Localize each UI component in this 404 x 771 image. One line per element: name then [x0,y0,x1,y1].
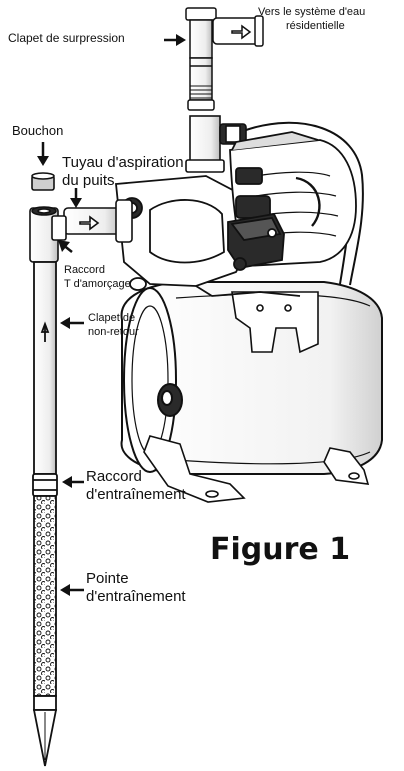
pressure-switch [227,212,285,271]
label-pointe-line2: d'entraînement [86,588,186,605]
label-clapet-nr-line2: non-retour [88,326,139,338]
label-clapet-surpression: Clapet de surpression [8,31,125,45]
pump-body [115,175,301,297]
label-vers-systeme-line2: résidentielle [286,20,345,32]
figure-title: Figure 1 [210,532,351,567]
label-tuyau-line1: Tuyau d'aspiration [62,154,184,171]
mounting-bracket [231,291,319,354]
label-raccord-t-line2: T d'amorçage [64,278,131,290]
priming-tee [29,206,67,263]
pump-outlet-tee [185,115,247,173]
relief-valve-assembly [185,7,264,111]
label-bouchon: Bouchon [12,123,64,138]
label-vers-systeme-line1: Vers le système d'eau [258,6,366,18]
drive-point [32,495,58,767]
tank-feet [143,435,370,503]
label-tuyau-line2: du puits [62,172,115,189]
well-pipe [32,261,58,497]
label-raccord-ent-line1: Raccord [86,468,142,485]
label-arrows [37,34,186,596]
label-pointe-line1: Pointe [86,570,129,587]
suction-pipe-inlet [63,199,133,243]
label-raccord-ent-line2: d'entraînement [86,486,186,503]
label-raccord-t-line1: Raccord [64,264,105,276]
label-clapet-nr-line1: Clapet de [88,312,136,324]
cap [31,172,55,191]
